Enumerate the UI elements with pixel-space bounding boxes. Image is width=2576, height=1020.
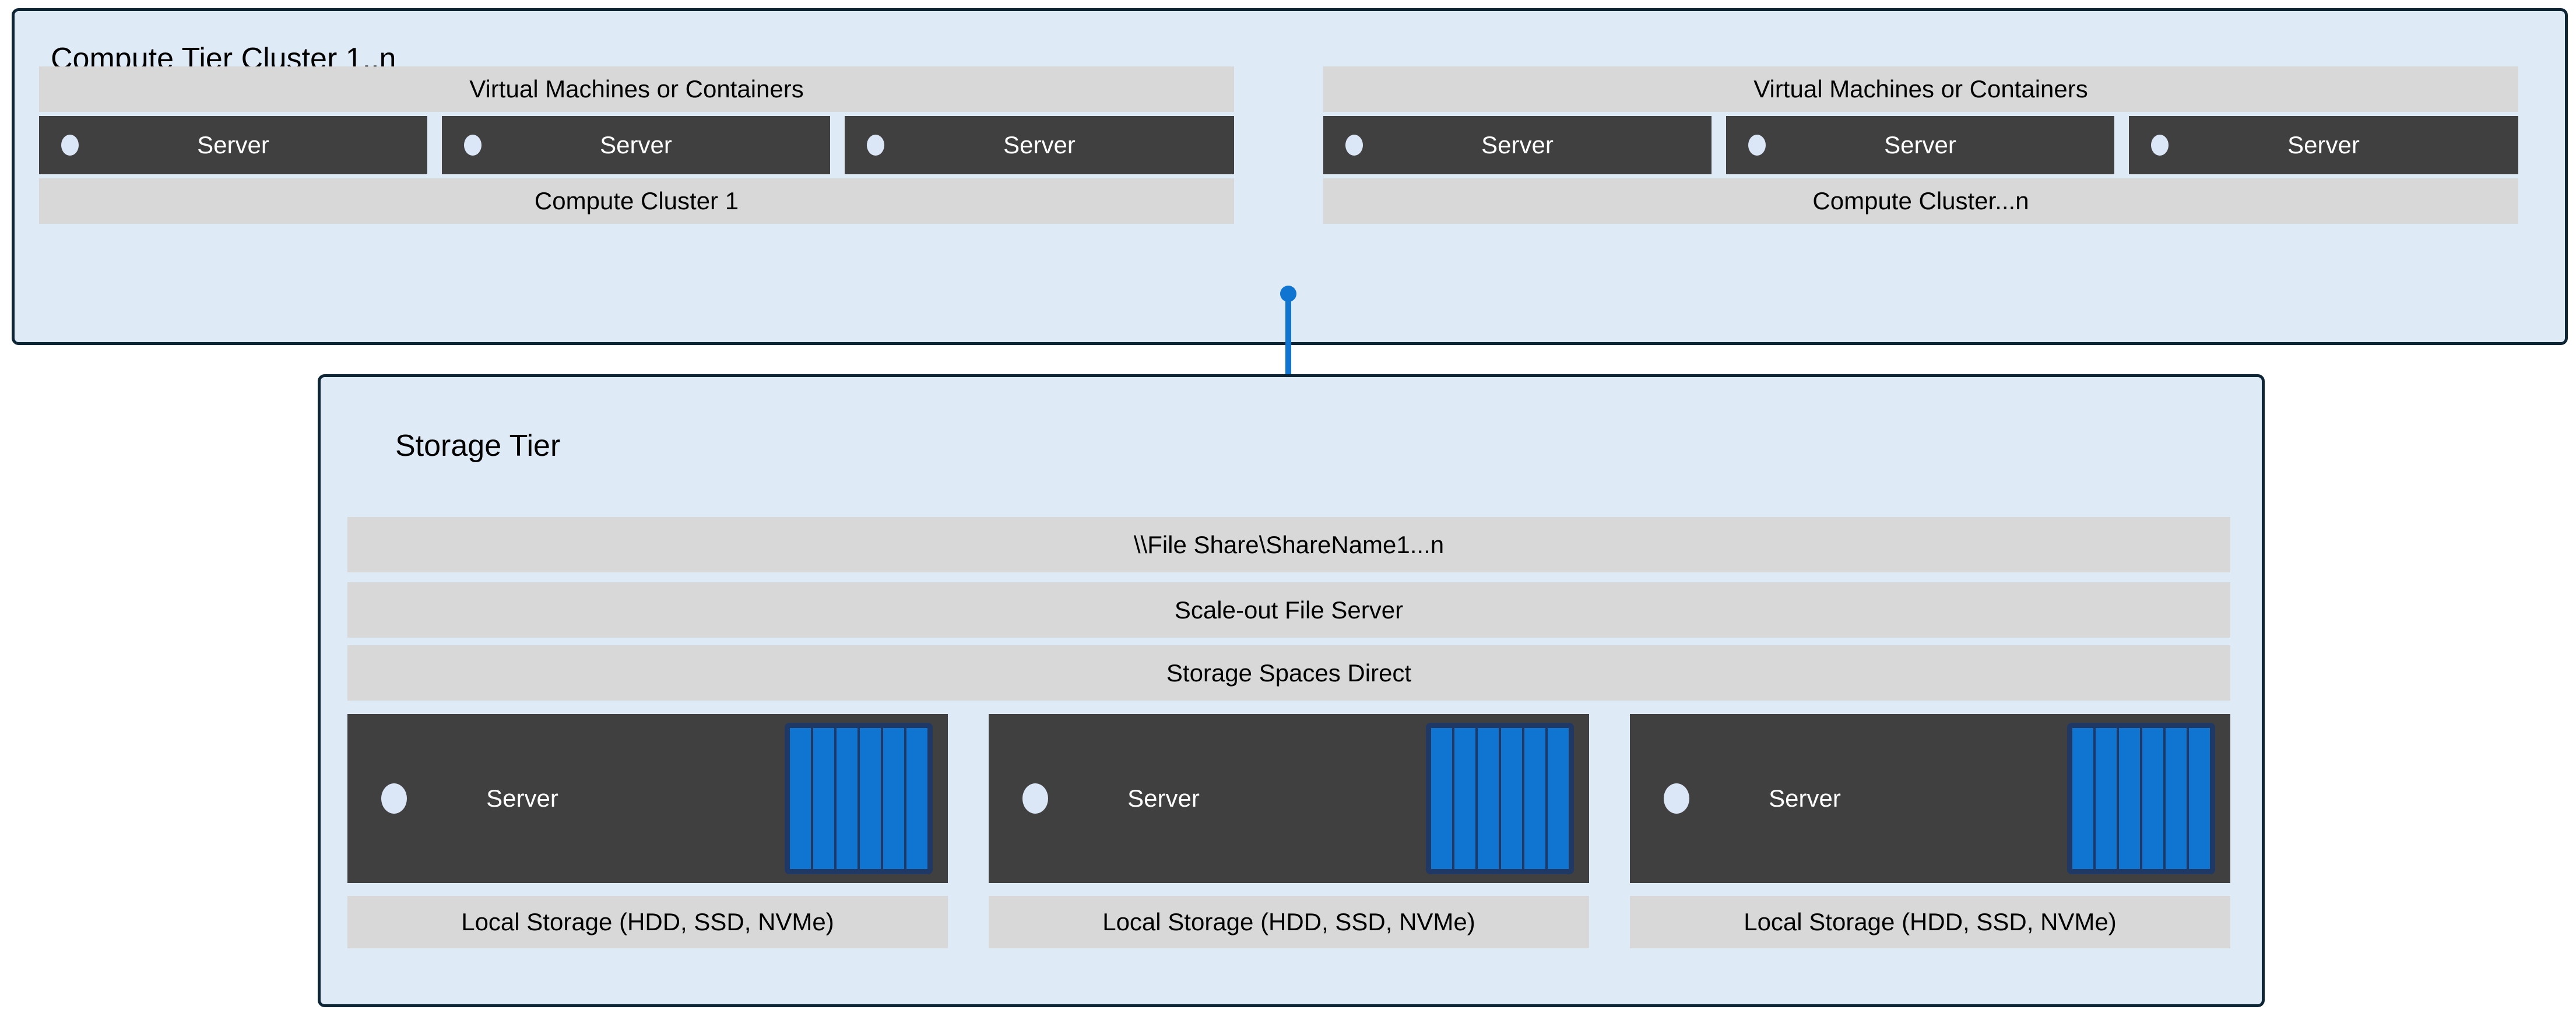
disk-icon <box>1524 728 1545 869</box>
compute-cluster-n-server-2-label: Server <box>1884 131 1956 159</box>
compute-tier-container: Compute Tier Cluster 1..n Virtual Machin… <box>12 8 2568 345</box>
disk-icon <box>813 728 834 869</box>
status-led-icon <box>1022 783 1048 814</box>
storage-node-2-server-label: Server <box>1127 785 1200 812</box>
disk-icon <box>1431 728 1452 869</box>
disk-icon <box>2142 728 2163 869</box>
disk-icon <box>2072 728 2093 869</box>
compute-cluster-1-server-3-label: Server <box>1003 131 1076 159</box>
storage-node-2-server[interactable]: Server <box>989 714 1589 883</box>
compute-cluster-n-vm-bar: Virtual Machines or Containers <box>1323 66 2518 112</box>
storage-node-3-local-storage-label: Local Storage (HDD, SSD, NVMe) <box>1630 896 2230 948</box>
storage-node-1-disk-array <box>785 723 933 874</box>
storage-node-1-server-label: Server <box>486 785 558 812</box>
compute-cluster-1-name-bar: Compute Cluster 1 <box>39 178 1234 224</box>
compute-cluster-1-server-2[interactable]: Server <box>442 116 830 174</box>
compute-cluster-n-server-3-label: Server <box>2287 131 2360 159</box>
storage-node-2-disk-array <box>1426 723 1574 874</box>
compute-cluster-1-server-3[interactable]: Server <box>845 116 1234 174</box>
storage-tier-title: Storage Tier <box>395 429 561 463</box>
disk-icon <box>837 728 858 869</box>
disk-icon <box>883 728 904 869</box>
disk-icon <box>2189 728 2210 869</box>
disk-icon <box>1454 728 1475 869</box>
disk-icon <box>1478 728 1499 869</box>
compute-cluster-1-vm-bar: Virtual Machines or Containers <box>39 66 1234 112</box>
storage-node-1-server[interactable]: Server <box>347 714 948 883</box>
compute-cluster-n-server-1[interactable]: Server <box>1323 116 1712 174</box>
status-led-icon <box>381 783 407 814</box>
storage-row-storage-spaces-direct: Storage Spaces Direct <box>347 645 2230 701</box>
disk-icon <box>2119 728 2140 869</box>
status-led-icon <box>61 135 79 156</box>
status-led-icon <box>1345 135 1363 156</box>
status-led-icon <box>867 135 884 156</box>
disk-icon <box>906 728 927 869</box>
connector-line <box>1285 294 1291 411</box>
storage-node-2-local-storage-label: Local Storage (HDD, SSD, NVMe) <box>989 896 1589 948</box>
storage-tier-container: Storage Tier \\File Share\ShareName1...n… <box>318 374 2265 1007</box>
storage-row-scale-out-file-server: Scale-out File Server <box>347 582 2230 638</box>
compute-cluster-n-name-bar: Compute Cluster...n <box>1323 178 2518 224</box>
compute-cluster-n-server-1-label: Server <box>1481 131 1554 159</box>
compute-cluster-n-server-3[interactable]: Server <box>2129 116 2518 174</box>
disk-icon <box>1548 728 1569 869</box>
status-led-icon <box>464 135 482 156</box>
disk-icon <box>790 728 811 869</box>
storage-node-1-local-storage-label: Local Storage (HDD, SSD, NVMe) <box>347 896 948 948</box>
compute-cluster-n-server-2[interactable]: Server <box>1726 116 2114 174</box>
disk-icon <box>2096 728 2117 869</box>
status-led-icon <box>2151 135 2169 156</box>
storage-row-file-share: \\File Share\ShareName1...n <box>347 517 2230 572</box>
compute-cluster-1-server-2-label: Server <box>600 131 672 159</box>
storage-node-3-disk-array <box>2067 723 2215 874</box>
storage-node-3-server-label: Server <box>1769 785 1841 812</box>
compute-cluster-1-server-1[interactable]: Server <box>39 116 427 174</box>
status-led-icon <box>1748 135 1766 156</box>
compute-cluster-1-server-1-label: Server <box>197 131 269 159</box>
disk-icon <box>860 728 881 869</box>
disk-icon <box>1501 728 1522 869</box>
storage-node-3-server[interactable]: Server <box>1630 714 2230 883</box>
status-led-icon <box>1664 783 1689 814</box>
disk-icon <box>2166 728 2187 869</box>
